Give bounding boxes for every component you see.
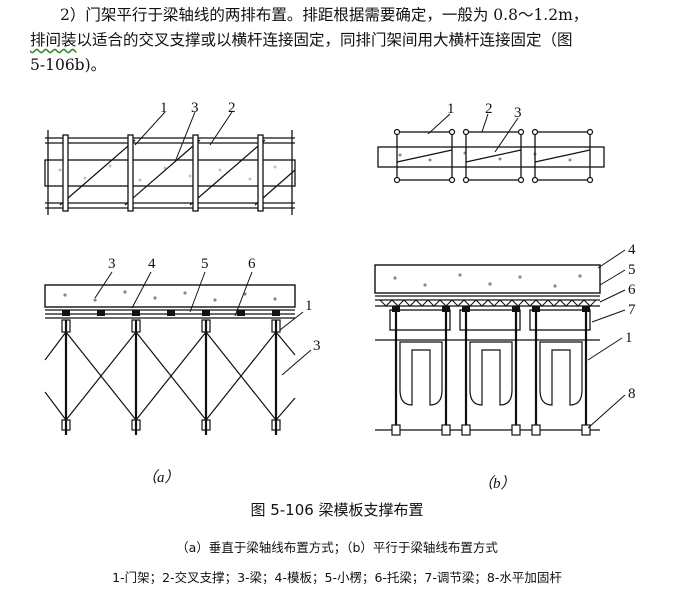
figure-a-elev-label: 4 [148,256,156,272]
subfigure-a-label: （a） [142,470,180,486]
figure-a-elevation-view: 3 4 5 6 1 3 [44,256,321,435]
figure-caption-title: 图 5-106 梁模板支撑布置 [250,501,424,519]
figure-a-elev-label: 3 [313,338,321,354]
figure-b-elev-label: 7 [628,302,636,318]
figure-a-elev-label: 5 [201,256,209,272]
figure-a-plan-label: 1 [160,100,168,116]
figure-b-plan-label: 3 [514,105,522,121]
paragraph-line-2-rest: 以适合的交叉支撑或以横杆连接固定，同排门架间用大横杆连接固定（图 [76,31,573,49]
figure-b-elev-label: 8 [628,386,636,402]
paragraph-line-3: 5-106b)。 [30,56,107,74]
figure-a-plan-label: 3 [191,100,199,116]
figure-a-plan-label: 2 [228,100,236,116]
paragraph-line-1: 2）门架平行于梁轴线的两排布置。排距根据需要确定，一般为 0.8～1.2m， [60,6,589,24]
figure-a-elev-label: 3 [108,256,116,272]
spellcheck-underlined-text: 排间装 [30,31,77,49]
figure-b-elevation-view: 4 5 6 7 1 8 [374,242,636,436]
figure-b-plan-label: 1 [447,101,455,117]
figure-b-elev-label: 5 [628,262,636,278]
figure-b-plan-label: 2 [485,101,493,117]
body-paragraph: 2）门架平行于梁轴线的两排布置。排距根据需要确定，一般为 0.8～1.2m， 排… [30,3,660,78]
subfigure-b-label: （b） [478,476,516,492]
figure-caption-legend: 1-门架；2-交叉支撑；3-梁；4-模板；5-小楞；6-托梁；7-调节梁；8-水… [112,570,562,585]
paragraph-line-2: 排间装以适合的交叉支撑或以横杆连接固定，同排门架间用大横杆连接固定（图 [30,28,660,53]
figure-a-elev-label: 1 [305,298,313,314]
figure-b-plan-view: 1 2 3 [377,101,605,184]
figure-b-elev-label: 6 [628,282,636,298]
figure-b-elev-label: 1 [625,330,633,346]
figure-a-elev-label: 6 [248,256,256,272]
figure-caption-subtitle: （a）垂直于梁轴线布置方式；（b）平行于梁轴线布置方式 [176,540,498,555]
figure-b-elev-label: 4 [628,242,636,258]
figure-a-plan-view: 1 3 2 [44,100,296,215]
